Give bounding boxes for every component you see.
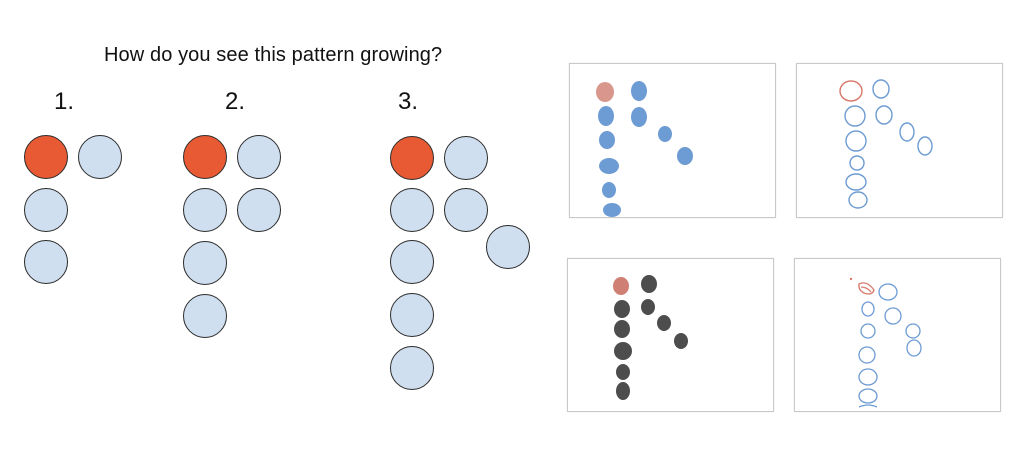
highlight-dot (390, 136, 434, 180)
sketch-panel-4 (794, 258, 1001, 412)
pattern-dot (444, 136, 488, 180)
sketch-mark (845, 173, 867, 191)
sketch-outline-blue-2 (849, 277, 922, 408)
sketch-mark (858, 282, 875, 295)
sketch-mark (848, 191, 868, 209)
sketch-mark (878, 283, 898, 301)
highlight-dot (183, 135, 227, 179)
highlight-dot (24, 135, 68, 179)
sketch-mark (598, 106, 614, 126)
pattern-dot (78, 135, 122, 179)
pattern-dot (486, 225, 530, 269)
sketch-mark (875, 105, 893, 125)
sketch-mark (657, 315, 671, 331)
pattern-dot (444, 188, 488, 232)
sketch-mark (899, 122, 915, 142)
sketch-mark (839, 80, 863, 102)
sketch-mark (844, 105, 866, 127)
pattern-dot (24, 188, 68, 232)
sketch-mark (674, 333, 688, 349)
sketch-mark (858, 346, 876, 364)
figure-1-label: 1. (54, 88, 75, 115)
sketch-mark (858, 368, 878, 386)
figure-3-label: 3. (398, 88, 419, 115)
sketch-mark (603, 203, 621, 217)
pattern-question: How do you see this pattern growing? (104, 44, 443, 66)
sketch-mark (905, 323, 921, 339)
sketch-mark (906, 339, 922, 357)
pattern-dot (237, 188, 281, 232)
sketch-filled-gray (613, 275, 688, 400)
sketch-panel-3 (567, 258, 774, 412)
sketch-mark (658, 126, 672, 142)
sketch-mark (641, 275, 657, 293)
sketch-panel-1 (569, 63, 776, 218)
sketch-mark (616, 364, 630, 380)
sketch-mark (860, 286, 872, 293)
pattern-dot (390, 346, 434, 390)
sketch-mark (858, 404, 878, 408)
pattern-dot (390, 188, 434, 232)
sketch-mark (677, 147, 693, 165)
pattern-dot (390, 240, 434, 284)
sketch-mark (884, 307, 902, 325)
sketch-mark (614, 342, 632, 360)
sketch-mark (631, 107, 647, 127)
sketch-mark (596, 82, 614, 102)
sketch-mark (860, 323, 876, 339)
pattern-dot (237, 135, 281, 179)
sketch-mark (599, 158, 619, 174)
sketch-mark (845, 130, 867, 152)
figure-2-label: 2. (225, 88, 246, 115)
sketch-mark (602, 182, 616, 198)
sketch-mark (614, 320, 630, 338)
pattern-dot (24, 240, 68, 284)
sketch-mark (616, 382, 630, 400)
sketch-mark (599, 131, 615, 149)
sketch-mark (861, 301, 875, 317)
sketch-outline-blue (839, 79, 933, 209)
sketch-mark (641, 299, 655, 315)
pattern-dot (183, 294, 227, 338)
sketch-filled-blue (596, 81, 693, 217)
pattern-dot (390, 293, 434, 337)
sketch-panel-2 (796, 63, 1003, 218)
sketch-mark (858, 388, 878, 404)
sketch-mark (614, 300, 630, 318)
sketch-mark (849, 155, 865, 171)
sketch-mark (631, 81, 647, 101)
pattern-dot (183, 188, 227, 232)
sketch-mark (872, 79, 890, 99)
sketch-mark (613, 277, 629, 295)
sketch-mark (849, 277, 853, 281)
sketch-mark (917, 136, 933, 156)
pattern-dot (183, 241, 227, 285)
